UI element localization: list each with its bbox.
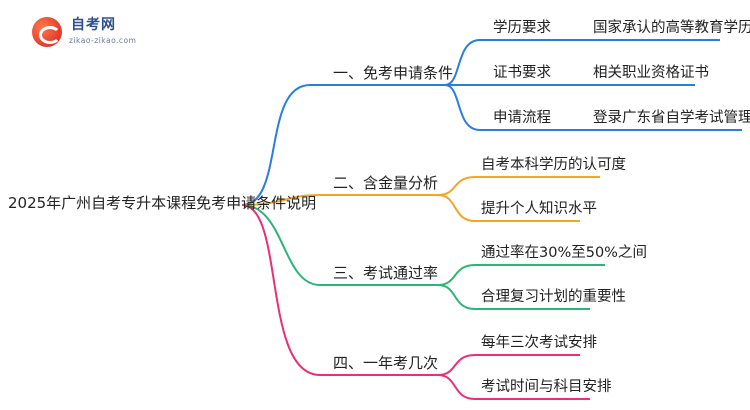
connector-root-branch4: [241, 204, 321, 376]
connector-root-branch2: [241, 194, 321, 206]
logo-icon: [32, 17, 62, 47]
connector-root-branch1: [241, 84, 311, 206]
connector-b2-c2: [437, 194, 476, 222]
connector-b4-c2: [437, 374, 476, 400]
branch-2-label: 二、含金量分析: [333, 174, 439, 192]
branch-4-label: 四、一年考几次: [333, 354, 439, 372]
branch-1-child-1-label: 学历要求: [493, 20, 551, 36]
branch-4-child-1-label: 每年三次考试安排: [481, 335, 597, 351]
logo-url: zikao-zikao.com: [69, 36, 137, 45]
logo-name: 自考网: [71, 17, 116, 33]
root-node: 2025年广州自考专升本课程免考申请条件说明: [8, 194, 317, 212]
branch-3-child-2-label: 合理复习计划的重要性: [481, 289, 626, 305]
connector-b1-c3: [444, 84, 481, 131]
branch-3-label: 三、考试通过率: [333, 264, 439, 282]
connector-b1-c1: [444, 39, 481, 86]
branch-1-child-3-detail: 登录广东省自学考试管理系统: [593, 110, 750, 126]
branch-1-child-2-detail: 相关职业资格证书: [593, 65, 709, 81]
connector-b3-c1: [437, 264, 476, 286]
connector-b4-c1: [437, 354, 476, 376]
branch-2-child-2-label: 提升个人知识水平: [481, 201, 597, 217]
branch-1-child-2-label: 证书要求: [493, 65, 551, 81]
branch-1-child-3-label: 申请流程: [493, 110, 551, 126]
connector-root-branch3: [241, 204, 321, 286]
connector-b3-c2: [437, 284, 476, 310]
connector-b2-c1: [437, 176, 476, 196]
branch-1-label: 一、免考申请条件: [333, 64, 454, 82]
branch-2-child-1-label: 自考本科学历的认可度: [481, 157, 626, 173]
branch-4-child-2-label: 考试时间与科目安排: [481, 379, 612, 395]
branch-1-child-1-detail: 国家承认的高等教育学历: [593, 20, 750, 36]
branch-3-child-1-label: 通过率在30%至50%之间: [481, 245, 647, 261]
